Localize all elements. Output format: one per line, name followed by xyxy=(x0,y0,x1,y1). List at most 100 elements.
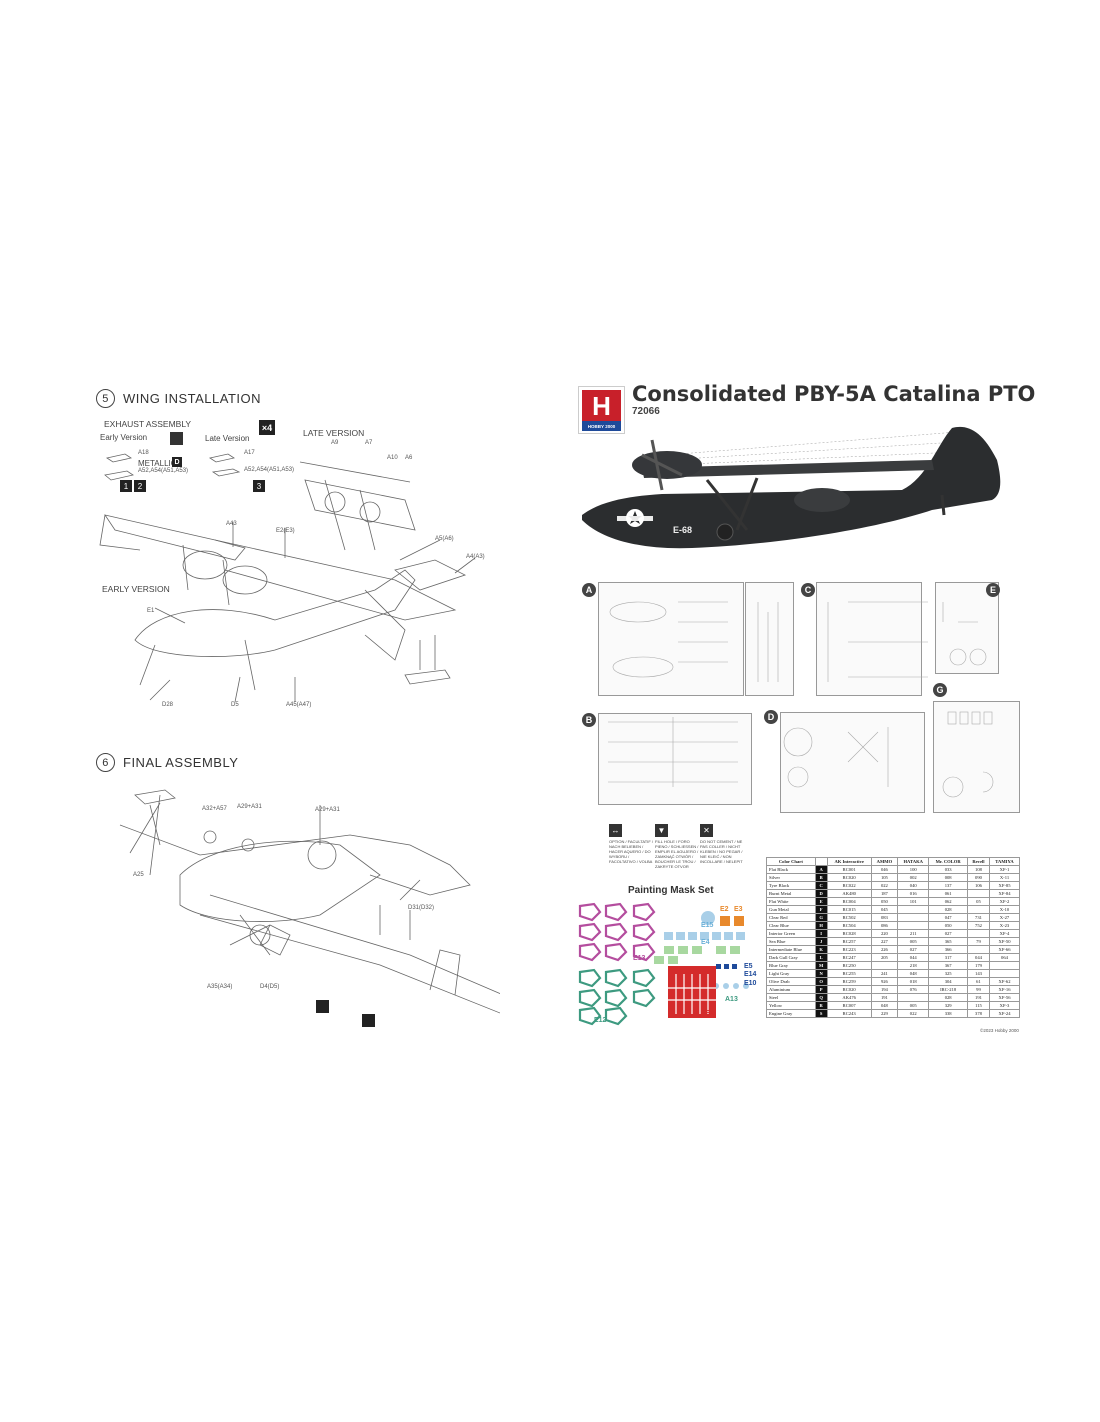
callout-label: D31(D32) xyxy=(408,905,435,911)
callout-label: D4(D5) xyxy=(260,984,280,990)
color-reference: 046 xyxy=(870,865,899,874)
mask-label: E13 xyxy=(633,955,646,962)
sprue-letter: D xyxy=(764,710,778,724)
callout-label: A7 xyxy=(365,440,373,446)
brand-name: HOBBY 2000 xyxy=(582,421,621,431)
color-name: Clear Blue xyxy=(766,921,816,930)
sprue-letter: G xyxy=(933,683,947,697)
color-reference: 338 xyxy=(928,1009,968,1018)
color-reference xyxy=(989,969,1020,978)
color-reference: 367 xyxy=(928,961,968,970)
color-reference: XF-66 xyxy=(989,945,1020,954)
color-reference: XF-50 xyxy=(989,937,1020,946)
callout-label: A10 xyxy=(387,455,398,461)
color-reference: 005 xyxy=(897,1001,930,1010)
color-reference: RC504 xyxy=(826,921,872,930)
color-reference: 325 xyxy=(928,969,968,978)
fill-hole-icon xyxy=(362,1014,375,1027)
color-chart-header xyxy=(814,857,828,866)
metallic-paint-code: D xyxy=(172,457,182,467)
color-reference: RC255 xyxy=(826,969,872,978)
early-version-badges: 1 2 xyxy=(120,480,146,492)
color-reference xyxy=(897,993,930,1002)
color-reference: 047 xyxy=(928,913,968,922)
color-reference: 752 xyxy=(966,921,991,930)
brand-letter: H xyxy=(582,390,621,421)
color-reference: 106 xyxy=(966,881,991,890)
color-reference: 317 xyxy=(928,953,968,962)
color-reference: 076 xyxy=(897,985,930,994)
color-reference: RC247 xyxy=(826,953,872,962)
color-code: J xyxy=(814,937,828,946)
callout-label: D28 xyxy=(162,702,174,708)
color-reference xyxy=(897,913,930,922)
color-reference: RC004 xyxy=(826,897,872,906)
color-code: D xyxy=(814,889,828,898)
callout-label: A17 xyxy=(244,450,255,456)
callout-label: E2(E3) xyxy=(276,528,295,534)
color-reference: 050 xyxy=(870,897,899,906)
color-name: Burnt Metal xyxy=(766,889,816,898)
color-code: G xyxy=(814,913,828,922)
color-reference: 027 xyxy=(897,945,930,954)
early-version-label: EARLY VERSION xyxy=(102,584,170,594)
color-reference: 100 xyxy=(897,865,930,874)
color-code: B xyxy=(814,873,828,882)
callout-label: A32+A57 xyxy=(202,806,227,812)
color-reference: 108 xyxy=(966,865,991,874)
color-reference: 241 xyxy=(870,969,899,978)
metallic-label: METALLIC xyxy=(138,459,177,468)
color-reference: 115 xyxy=(966,1001,991,1010)
color-reference xyxy=(966,929,991,938)
callout-label: A43 xyxy=(226,521,237,527)
callout-label: A35(A34) xyxy=(207,984,233,990)
sprue-letter: E xyxy=(986,583,1000,597)
color-reference: 218 xyxy=(897,961,930,970)
color-reference: RC015 xyxy=(826,905,872,914)
kit-title: Consolidated PBY-5A Catalina PTO xyxy=(632,382,1036,406)
callout-label: A45(A47) xyxy=(286,702,312,708)
color-reference: 61 xyxy=(966,977,991,986)
color-reference: RC243 xyxy=(826,1009,872,1018)
color-reference: AK476 xyxy=(826,993,872,1002)
brand-logo: H HOBBY 2000 xyxy=(578,386,625,434)
color-reference: 05 xyxy=(966,897,991,906)
color-reference: 044 xyxy=(897,953,930,962)
version-badge: 1 xyxy=(120,480,132,492)
color-reference xyxy=(989,961,1020,970)
callout-label: A6 xyxy=(405,455,413,461)
color-reference: XF-1 xyxy=(989,865,1020,874)
step-number: 6 xyxy=(96,753,115,772)
mask-set-drawing xyxy=(578,902,749,1026)
color-reference: 018 xyxy=(897,977,930,986)
color-reference: 048 xyxy=(897,969,930,978)
color-reference: 365 xyxy=(928,937,968,946)
early-version-small-label: Early Version xyxy=(100,433,148,442)
color-reference: XF-4 xyxy=(989,929,1020,938)
step-title: FINAL ASSEMBLY xyxy=(123,755,239,770)
color-reference: AK480 xyxy=(826,889,872,898)
sprue-letter: C xyxy=(801,583,815,597)
color-chart-header: TAMIYA xyxy=(989,857,1020,866)
mask-label: E3 xyxy=(734,906,743,913)
quantity-x4-badge: ×4 xyxy=(259,420,275,435)
callout-label: A18 xyxy=(138,450,149,456)
color-reference: XF-62 xyxy=(989,977,1020,986)
color-reference: 064 xyxy=(989,953,1020,962)
sprue-e xyxy=(935,582,999,674)
color-reference: 211 xyxy=(897,929,930,938)
version-badge: 2 xyxy=(134,480,146,492)
color-reference: 040 xyxy=(897,881,930,890)
color-reference: 226 xyxy=(870,945,899,954)
color-reference: 99 xyxy=(966,985,991,994)
color-code: H xyxy=(814,921,828,930)
sprue-a xyxy=(598,582,744,696)
